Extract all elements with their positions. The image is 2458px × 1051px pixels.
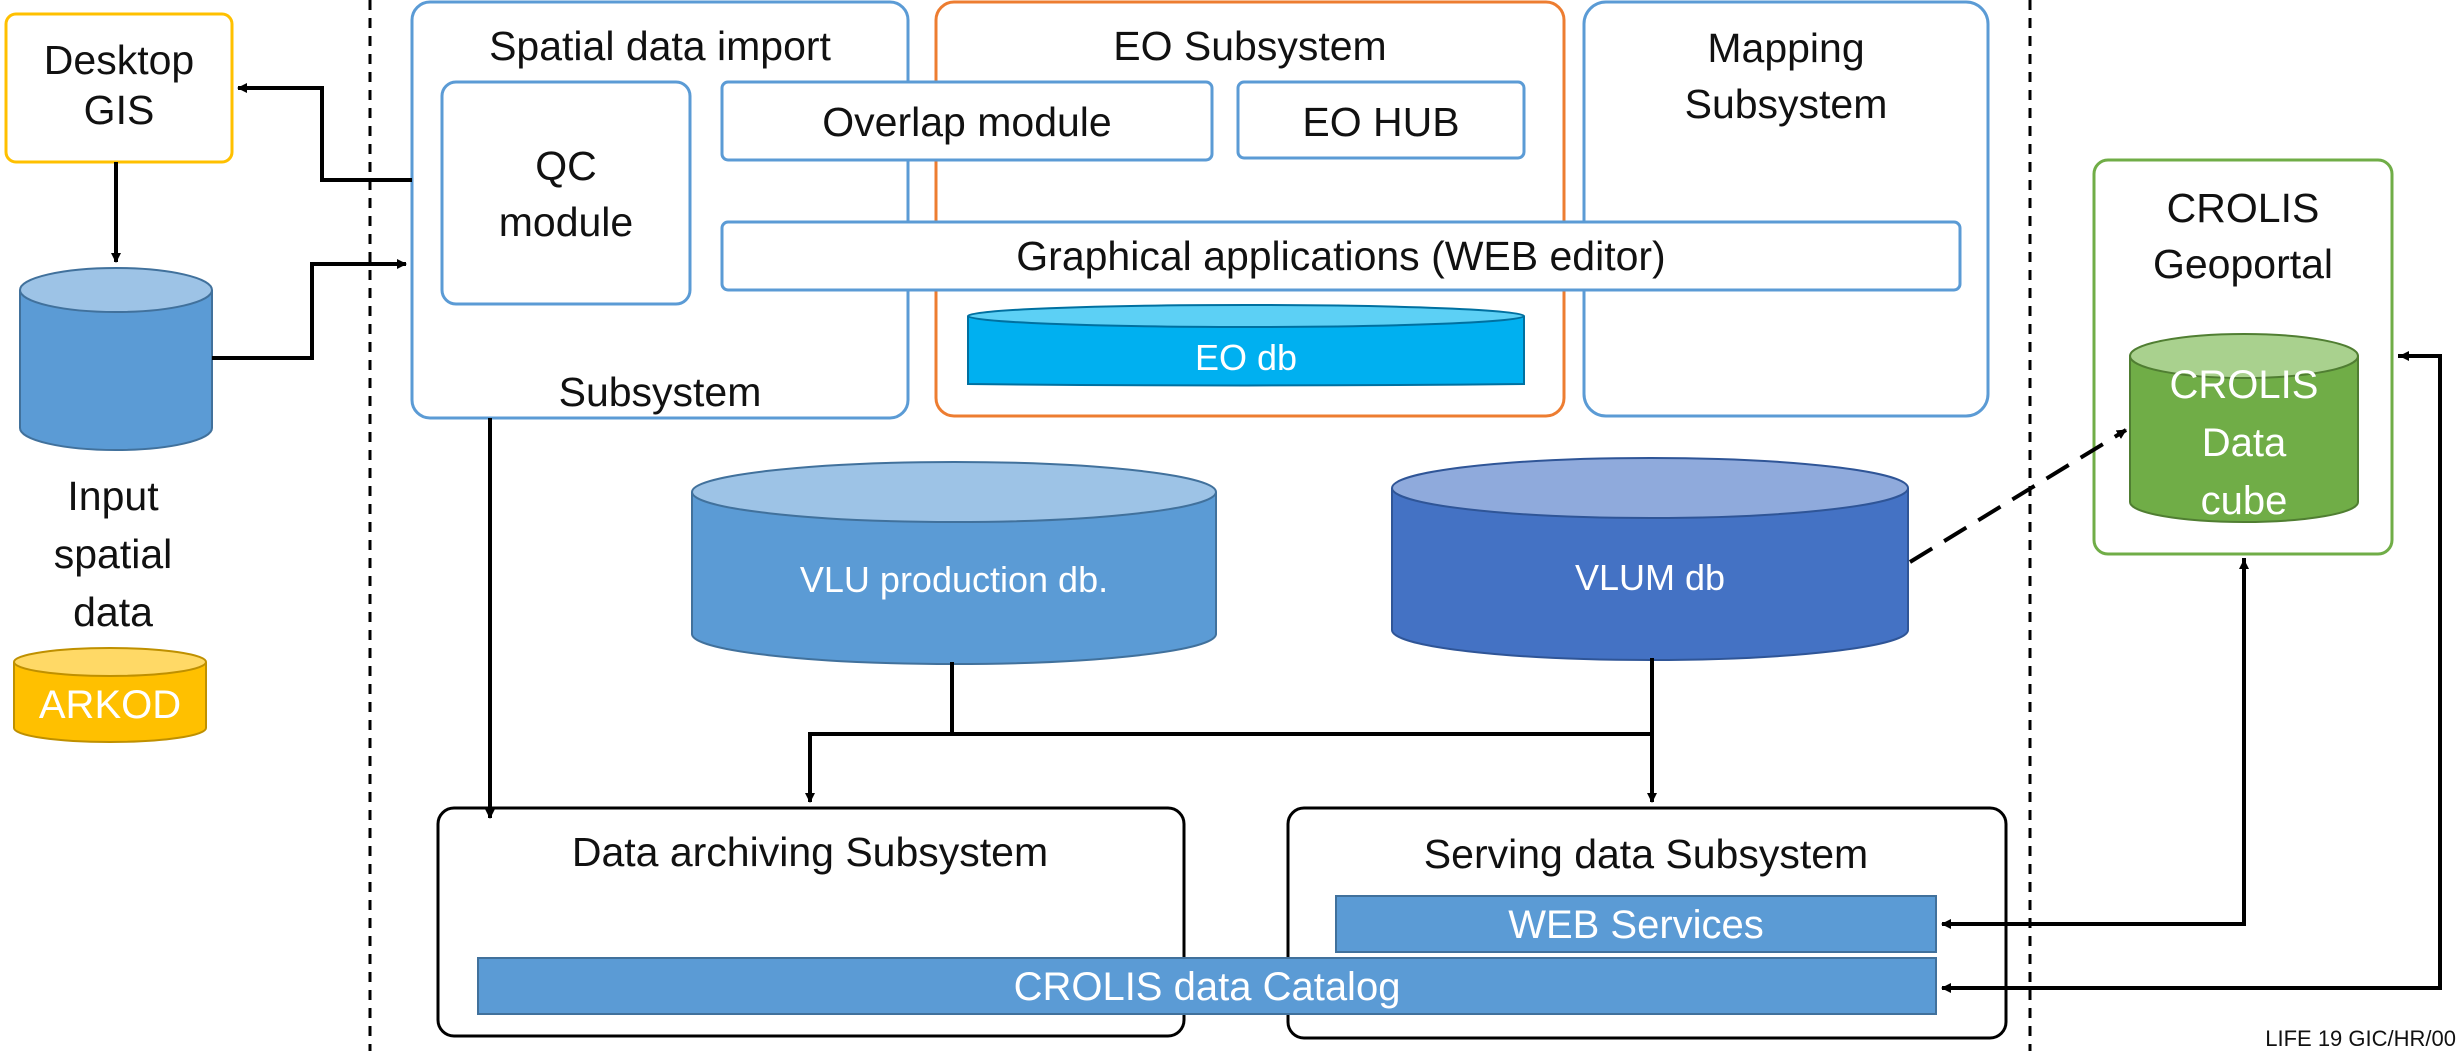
crolis-geoportal-label-1: CROLIS (2167, 185, 2320, 231)
overlap-module-label: Overlap module (822, 99, 1111, 145)
data-archiving-title: Data archiving Subsystem (572, 829, 1048, 875)
crolis-data-catalog-label: CROLIS data Catalog (1014, 965, 1401, 1009)
overlap-module-box: Overlap module (720, 80, 1214, 162)
qc-module-label-2: module (499, 199, 633, 245)
vlum-db-cylinder: VLUM db (1391, 457, 1909, 661)
desktop-gis-label-1: Desktop (44, 37, 194, 83)
crolis-data-cube-label-2: Data (2202, 421, 2287, 465)
web-services-label: WEB Services (1508, 903, 1764, 947)
edge-geoportal-web-services (1941, 558, 2246, 929)
crolis-data-cube-cylinder: CROLIS Data cube (2129, 333, 2359, 523)
input-spatial-data-label-3: data (73, 589, 153, 635)
eo-db-label: EO db (1195, 337, 1297, 378)
desktop-gis-label-2: GIS (84, 87, 155, 133)
system-boundary (368, 0, 2032, 1051)
crolis-data-cube-label-1: CROLIS (2170, 363, 2319, 407)
vlum-db-label: VLUM db (1575, 557, 1725, 598)
edge-import-to-desktop-gis (237, 83, 412, 182)
spatial-import-title: Spatial data import (489, 23, 831, 69)
input-spatial-data-cylinder (19, 267, 213, 451)
qc-module-label-1: QC (535, 143, 597, 189)
edge-vlum-to-data-cube (1908, 428, 2128, 564)
mapping-subsystem-label-1: Mapping (1707, 25, 1864, 71)
eo-db-cylinder: EO db (967, 304, 1525, 387)
mapping-subsystem-label-2: Subsystem (1685, 81, 1888, 127)
graphical-applications-bar: Graphical applications (WEB editor) (720, 220, 1962, 292)
spatial-import-footer: Subsystem (559, 369, 762, 415)
input-spatial-data-label-2: spatial (54, 531, 173, 577)
eo-hub-box: EO HUB (1236, 80, 1526, 160)
edge-vlu-to-archiving (805, 662, 954, 803)
web-services-bar: WEB Services (1335, 895, 1937, 953)
crolis-geoportal-label-2: Geoportal (2153, 241, 2333, 287)
desktop-gis-box: Desktop GIS (4, 12, 234, 164)
eo-subsystem-title: EO Subsystem (1113, 23, 1386, 69)
crolis-data-cube-label-3: cube (2201, 479, 2288, 523)
qc-module-box: QC module (440, 80, 692, 306)
arkod-label: ARKOD (39, 683, 181, 727)
edge-input-data-to-import (212, 259, 407, 360)
arkod-cylinder: ARKOD (13, 647, 207, 743)
input-spatial-data-label-1: Input (67, 473, 159, 519)
mapping-subsystem: Mapping Subsystem (1582, 0, 1990, 418)
vlu-production-db-cylinder: VLU production db. (691, 461, 1217, 665)
graphical-applications-label: Graphical applications (WEB editor) (1016, 233, 1665, 279)
vlu-production-db-label: VLU production db. (800, 559, 1108, 600)
crolis-data-catalog-bar: CROLIS data Catalog (477, 957, 1937, 1015)
eo-hub-label: EO HUB (1302, 99, 1459, 145)
serving-data-title: Serving data Subsystem (1424, 831, 1868, 877)
footer-code: LIFE 19 GIC/HR/00 (2265, 1026, 2456, 1051)
